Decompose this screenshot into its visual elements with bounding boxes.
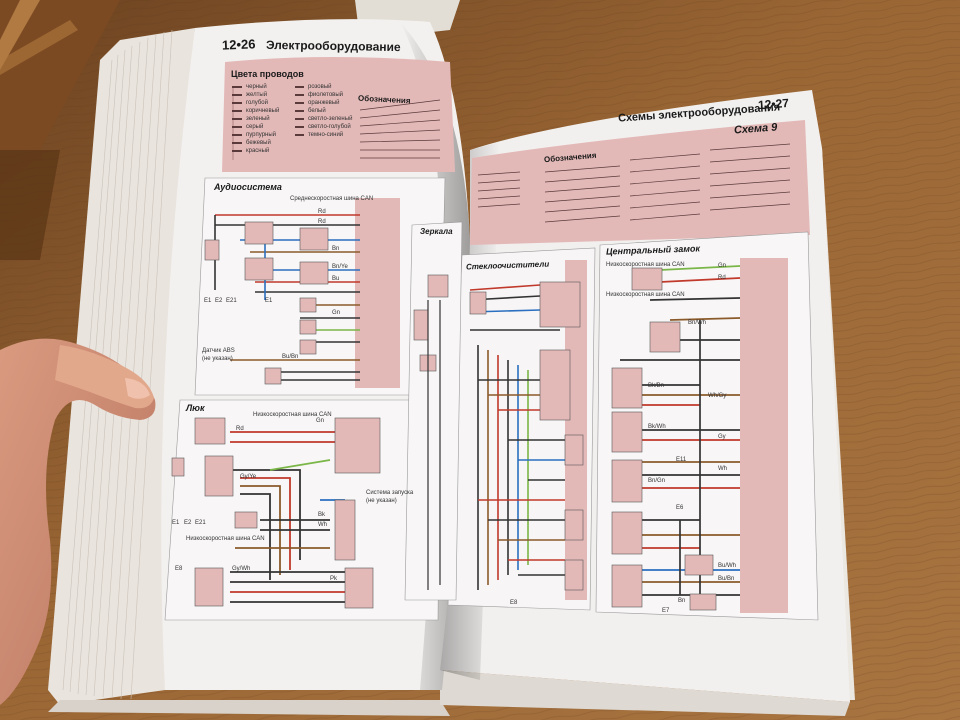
wire-color-item: светло-голубой xyxy=(308,124,351,130)
wire-code: Rd xyxy=(318,219,326,225)
wire-code: Bn/Ye xyxy=(332,264,348,270)
wire-code: Wh/Gy xyxy=(708,393,727,399)
wire-code: Bn xyxy=(678,598,686,604)
central-lock-wiring xyxy=(620,265,741,600)
wire-code: Gn xyxy=(316,418,325,424)
wire-code: Gy/Ye xyxy=(240,474,257,480)
wire-color-item: светло-зеленый xyxy=(308,116,353,122)
ground-label: E7 xyxy=(662,608,670,614)
abs-sensor-note: Датчик ABS xyxy=(202,348,235,354)
wire-color-item: бежевый xyxy=(246,140,271,146)
wire-color-item: темно-синий xyxy=(308,132,344,138)
wire-code: Bk/Bn xyxy=(648,383,665,389)
wire-code: Bu/Wh xyxy=(718,563,737,569)
right-legend-panel xyxy=(470,120,810,245)
wire-code: Wh xyxy=(718,466,727,472)
left-legend-panel xyxy=(222,57,455,172)
wire-color-item: голубой xyxy=(246,100,268,106)
ground-label: E1 xyxy=(172,520,180,526)
ground-label: E8 xyxy=(510,600,518,606)
left-section-title: Электрооборудование xyxy=(265,37,401,55)
wooden-chair xyxy=(0,0,120,260)
wire-code: Gn xyxy=(718,263,727,269)
sunroof-can-note-2: Низкоскоростная шина CAN xyxy=(186,536,265,542)
wire-code: Gy xyxy=(718,434,726,440)
wire-color-item: белый xyxy=(308,108,326,114)
ground-label: E2 xyxy=(184,520,192,526)
ground-label: E6 xyxy=(676,505,684,511)
wire-code: Bk xyxy=(318,512,326,518)
ground-label: E21 xyxy=(195,520,206,526)
wire-color-item: черный xyxy=(246,84,267,90)
wire-color-item: розовый xyxy=(308,84,332,90)
mirrors-panel-title: Зеркала xyxy=(420,227,453,236)
wire-code: Bu xyxy=(332,276,340,282)
audio-can-note: Среднескоростная шина CAN xyxy=(290,196,374,202)
left-page-number: 12•26 xyxy=(221,36,256,53)
wire-colors-list-right: розовый фиолетовый оранжевый белый светл… xyxy=(308,84,352,140)
wire-color-item: желтый xyxy=(246,92,268,98)
wire-color-item: зеленый xyxy=(246,116,270,122)
wire-color-item: оранжевый xyxy=(308,100,340,106)
wire-color-item: коричневый xyxy=(246,108,280,114)
wire-code: Rd xyxy=(318,209,326,215)
wire-code: Bn/Wh xyxy=(688,320,707,326)
right-page-number: 12•27 xyxy=(757,95,790,113)
wire-color-item: красный xyxy=(246,148,270,154)
wire-code: Bu/Bn xyxy=(718,576,735,582)
wire-colors-list-left: черный желтый голубой коричневый зеленый… xyxy=(246,84,279,156)
wire-code: Gn xyxy=(332,310,341,316)
ground-label: E1 xyxy=(265,298,273,304)
central-lock-can-note-2: Низкоскоростная шина CAN xyxy=(606,292,685,298)
ground-label: E11 xyxy=(676,457,687,463)
wire-code: Wh xyxy=(318,522,327,528)
ground-label: E1 xyxy=(204,298,212,304)
wire-code: Bu/Bn xyxy=(282,354,299,360)
wire-code: Bn/Gn xyxy=(648,478,666,484)
ground-label: E21 xyxy=(226,298,237,304)
wire-code: Bn xyxy=(332,246,340,252)
start-system-subnote: (не указан) xyxy=(366,498,397,504)
sunroof-can-note-1: Низкоскоростная шина CAN xyxy=(253,412,332,418)
wire-color-item: пурпурный xyxy=(246,132,277,138)
central-lock-can-note-1: Низкоскоростная шина CAN xyxy=(606,262,685,268)
audio-panel-title: Аудиосистема xyxy=(214,182,282,192)
wire-code: Pk xyxy=(330,576,338,582)
wire-color-item: серый xyxy=(246,124,264,130)
ground-label: E8 xyxy=(175,566,183,572)
abs-sensor-subnote: (не указан) xyxy=(202,356,233,362)
wire-colors-heading: Цвета проводов xyxy=(231,69,304,79)
ground-label: E2 xyxy=(215,298,223,304)
sunroof-wiring xyxy=(230,431,345,603)
hand xyxy=(0,338,156,705)
start-system-note: Система запуска xyxy=(366,490,414,496)
wire-color-item: фиолетовый xyxy=(308,92,344,98)
wire-code: Rd xyxy=(718,275,726,281)
wire-code: Bk/Wh xyxy=(648,424,666,430)
wire-code: Rd xyxy=(236,426,244,432)
wire-code: Gy/Wh xyxy=(232,566,251,572)
sunroof-panel-title: Люк xyxy=(186,403,205,413)
